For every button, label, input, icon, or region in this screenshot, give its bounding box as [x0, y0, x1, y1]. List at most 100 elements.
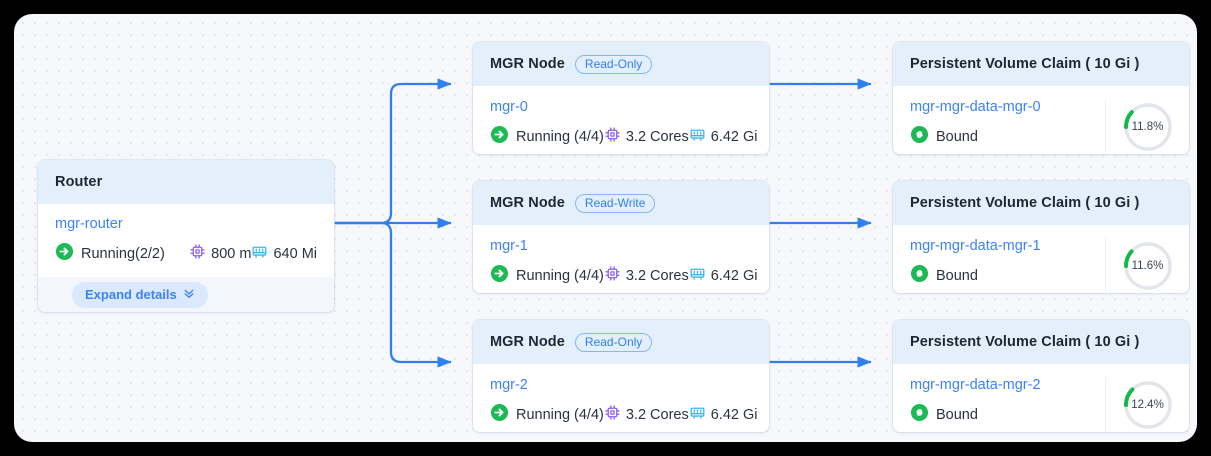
- pvc-info: mgr-mgr-data-mgr-2 Bound: [910, 377, 1105, 432]
- mgr-node-card-title: MGR Node: [490, 195, 565, 211]
- pvc-card-title: Persistent Volume Claim ( 10 Gi ): [910, 195, 1140, 211]
- pvc-status-text: Bound: [936, 268, 978, 285]
- mgr-node-stats-row: Running (4/4) 3.2 Cores: [490, 264, 757, 288]
- mgr-node-resource-link[interactable]: mgr-1: [490, 238, 528, 254]
- router-card[interactable]: Router mgr-router Running(2/2) 800: [38, 160, 334, 312]
- pvc-card-header: Persistent Volume Claim ( 10 Gi ): [893, 320, 1189, 364]
- mgr-node-card-body: mgr-2 Running (4/4) 3.2 Cores: [473, 364, 769, 427]
- pvc-card-body: mgr-mgr-data-mgr-2 Bound 12.4%: [893, 364, 1189, 432]
- pvc-card-header: Persistent Volume Claim ( 10 Gi ): [893, 181, 1189, 225]
- mgr-node-status-text: Running (4/4): [516, 407, 604, 424]
- mgr-node-card[interactable]: MGR Node Read-Only mgr-0 Running (4/4): [473, 42, 769, 154]
- mgr-node-card-title: MGR Node: [490, 56, 565, 72]
- mgr-node-mode-badge: Read-Only: [574, 332, 653, 352]
- pvc-card-title: Persistent Volume Claim ( 10 Gi ): [910, 56, 1140, 72]
- pvc-usage-panel: 11.6%: [1105, 238, 1189, 293]
- router-cpu-metric: 800 m: [189, 243, 251, 265]
- pvc-resource-link[interactable]: mgr-mgr-data-mgr-0: [910, 99, 1041, 115]
- pvc-card-body: mgr-mgr-data-mgr-0 Bound 11.8%: [893, 86, 1189, 154]
- running-arrow-icon: [490, 403, 509, 427]
- mgr-node-card-header: MGR Node Read-Only: [473, 42, 769, 86]
- memory-module-icon: [689, 404, 706, 426]
- router-card-body: mgr-router Running(2/2) 800 m: [38, 204, 334, 312]
- memory-module-icon: [689, 126, 706, 148]
- pvc-card[interactable]: Persistent Volume Claim ( 10 Gi ) mgr-mg…: [893, 181, 1189, 293]
- cpu-chip-icon: [604, 404, 621, 426]
- pvc-status-text: Bound: [936, 129, 978, 146]
- mgr-node-card[interactable]: MGR Node Read-Only mgr-2 Running (4/4): [473, 320, 769, 432]
- router-memory-value: 640 Mi: [273, 246, 317, 263]
- router-status-text: Running(2/2): [81, 246, 165, 263]
- mgr-node-memory-value: 6.42 Gi: [710, 407, 758, 424]
- memory-module-icon: [251, 243, 268, 265]
- router-card-title: Router: [55, 174, 103, 190]
- mgr-node-memory-metric: 6.42 Gi: [689, 126, 758, 148]
- pvc-card-header: Persistent Volume Claim ( 10 Gi ): [893, 42, 1189, 86]
- mgr-node-stats-row: Running (4/4) 3.2 Cores: [490, 125, 757, 149]
- cpu-chip-icon: [604, 126, 621, 148]
- link-bound-icon: [910, 125, 929, 149]
- chevron-double-down-icon: [183, 287, 195, 302]
- topology-canvas: Router mgr-router Running(2/2) 800: [14, 14, 1197, 442]
- router-card-header: Router: [38, 160, 334, 204]
- mgr-node-card-header: MGR Node Read-Write: [473, 181, 769, 225]
- mgr-node-cpu-metric: 3.2 Cores: [604, 126, 689, 148]
- pvc-card[interactable]: Persistent Volume Claim ( 10 Gi ) mgr-mg…: [893, 320, 1189, 432]
- memory-module-icon: [689, 265, 706, 287]
- router-stats-row: Running(2/2) 800 m: [55, 242, 317, 266]
- router-memory-metric: 640 Mi: [251, 243, 317, 265]
- router-expand-bar: Expand details: [38, 277, 334, 312]
- mgr-node-cpu-value: 3.2 Cores: [625, 268, 689, 285]
- mgr-node-cpu-value: 3.2 Cores: [625, 129, 689, 146]
- pvc-status-text: Bound: [936, 407, 978, 424]
- expand-details-label: Expand details: [85, 287, 177, 303]
- mgr-node-resource-link[interactable]: mgr-2: [490, 377, 528, 393]
- pvc-resource-link[interactable]: mgr-mgr-data-mgr-2: [910, 377, 1041, 393]
- mgr-node-cpu-metric: 3.2 Cores: [604, 265, 689, 287]
- running-arrow-icon: [490, 125, 509, 149]
- pvc-usage-label: 12.4%: [1131, 398, 1164, 411]
- pvc-usage-donut: 11.8%: [1122, 101, 1174, 153]
- pvc-card-title: Persistent Volume Claim ( 10 Gi ): [910, 334, 1140, 350]
- pvc-resource-link[interactable]: mgr-mgr-data-mgr-1: [910, 238, 1041, 254]
- cpu-chip-icon: [604, 265, 621, 287]
- running-arrow-icon: [55, 242, 74, 266]
- edge-router-to-mgr-0: [325, 78, 452, 225]
- router-resource-link[interactable]: mgr-router: [55, 216, 123, 232]
- pvc-card[interactable]: Persistent Volume Claim ( 10 Gi ) mgr-mg…: [893, 42, 1189, 154]
- mgr-node-memory-metric: 6.42 Gi: [689, 265, 758, 287]
- mgr-node-cpu-value: 3.2 Cores: [625, 407, 689, 424]
- expand-details-button[interactable]: Expand details: [72, 282, 208, 309]
- pvc-usage-donut: 11.6%: [1122, 240, 1174, 292]
- pvc-usage-donut: 12.4%: [1122, 379, 1174, 431]
- pvc-usage-label: 11.6%: [1131, 259, 1164, 272]
- running-arrow-icon: [490, 264, 509, 288]
- pvc-info: mgr-mgr-data-mgr-1 Bound: [910, 238, 1105, 293]
- mgr-node-resource-link[interactable]: mgr-0: [490, 99, 528, 115]
- edge-router-to-mgr-2: [325, 221, 452, 368]
- link-bound-icon: [910, 264, 929, 288]
- pvc-usage-label: 11.8%: [1131, 120, 1164, 133]
- pvc-info: mgr-mgr-data-mgr-0 Bound: [910, 99, 1105, 154]
- mgr-node-mode-badge: Read-Only: [574, 54, 653, 74]
- mgr-node-cpu-metric: 3.2 Cores: [604, 404, 689, 426]
- mgr-node-card-body: mgr-1 Running (4/4) 3.2 Cores: [473, 225, 769, 288]
- mgr-node-card[interactable]: MGR Node Read-Write mgr-1 Running (4/4): [473, 181, 769, 293]
- router-cpu-value: 800 m: [211, 246, 252, 263]
- pvc-status-row: Bound: [910, 403, 1105, 427]
- mgr-node-memory-metric: 6.42 Gi: [689, 404, 758, 426]
- mgr-node-card-title: MGR Node: [490, 334, 565, 350]
- pvc-usage-panel: 12.4%: [1105, 377, 1189, 432]
- mgr-node-memory-value: 6.42 Gi: [710, 268, 758, 285]
- cpu-chip-icon: [189, 243, 206, 265]
- pvc-status-row: Bound: [910, 125, 1105, 149]
- mgr-node-status-text: Running (4/4): [516, 268, 604, 285]
- pvc-status-row: Bound: [910, 264, 1105, 288]
- link-bound-icon: [910, 403, 929, 427]
- mgr-node-memory-value: 6.42 Gi: [710, 129, 758, 146]
- mgr-node-stats-row: Running (4/4) 3.2 Cores: [490, 403, 757, 427]
- mgr-node-card-header: MGR Node Read-Only: [473, 320, 769, 364]
- mgr-node-card-body: mgr-0 Running (4/4) 3.2 Cores: [473, 86, 769, 149]
- pvc-card-body: mgr-mgr-data-mgr-1 Bound 11.6%: [893, 225, 1189, 293]
- pvc-usage-panel: 11.8%: [1105, 99, 1189, 154]
